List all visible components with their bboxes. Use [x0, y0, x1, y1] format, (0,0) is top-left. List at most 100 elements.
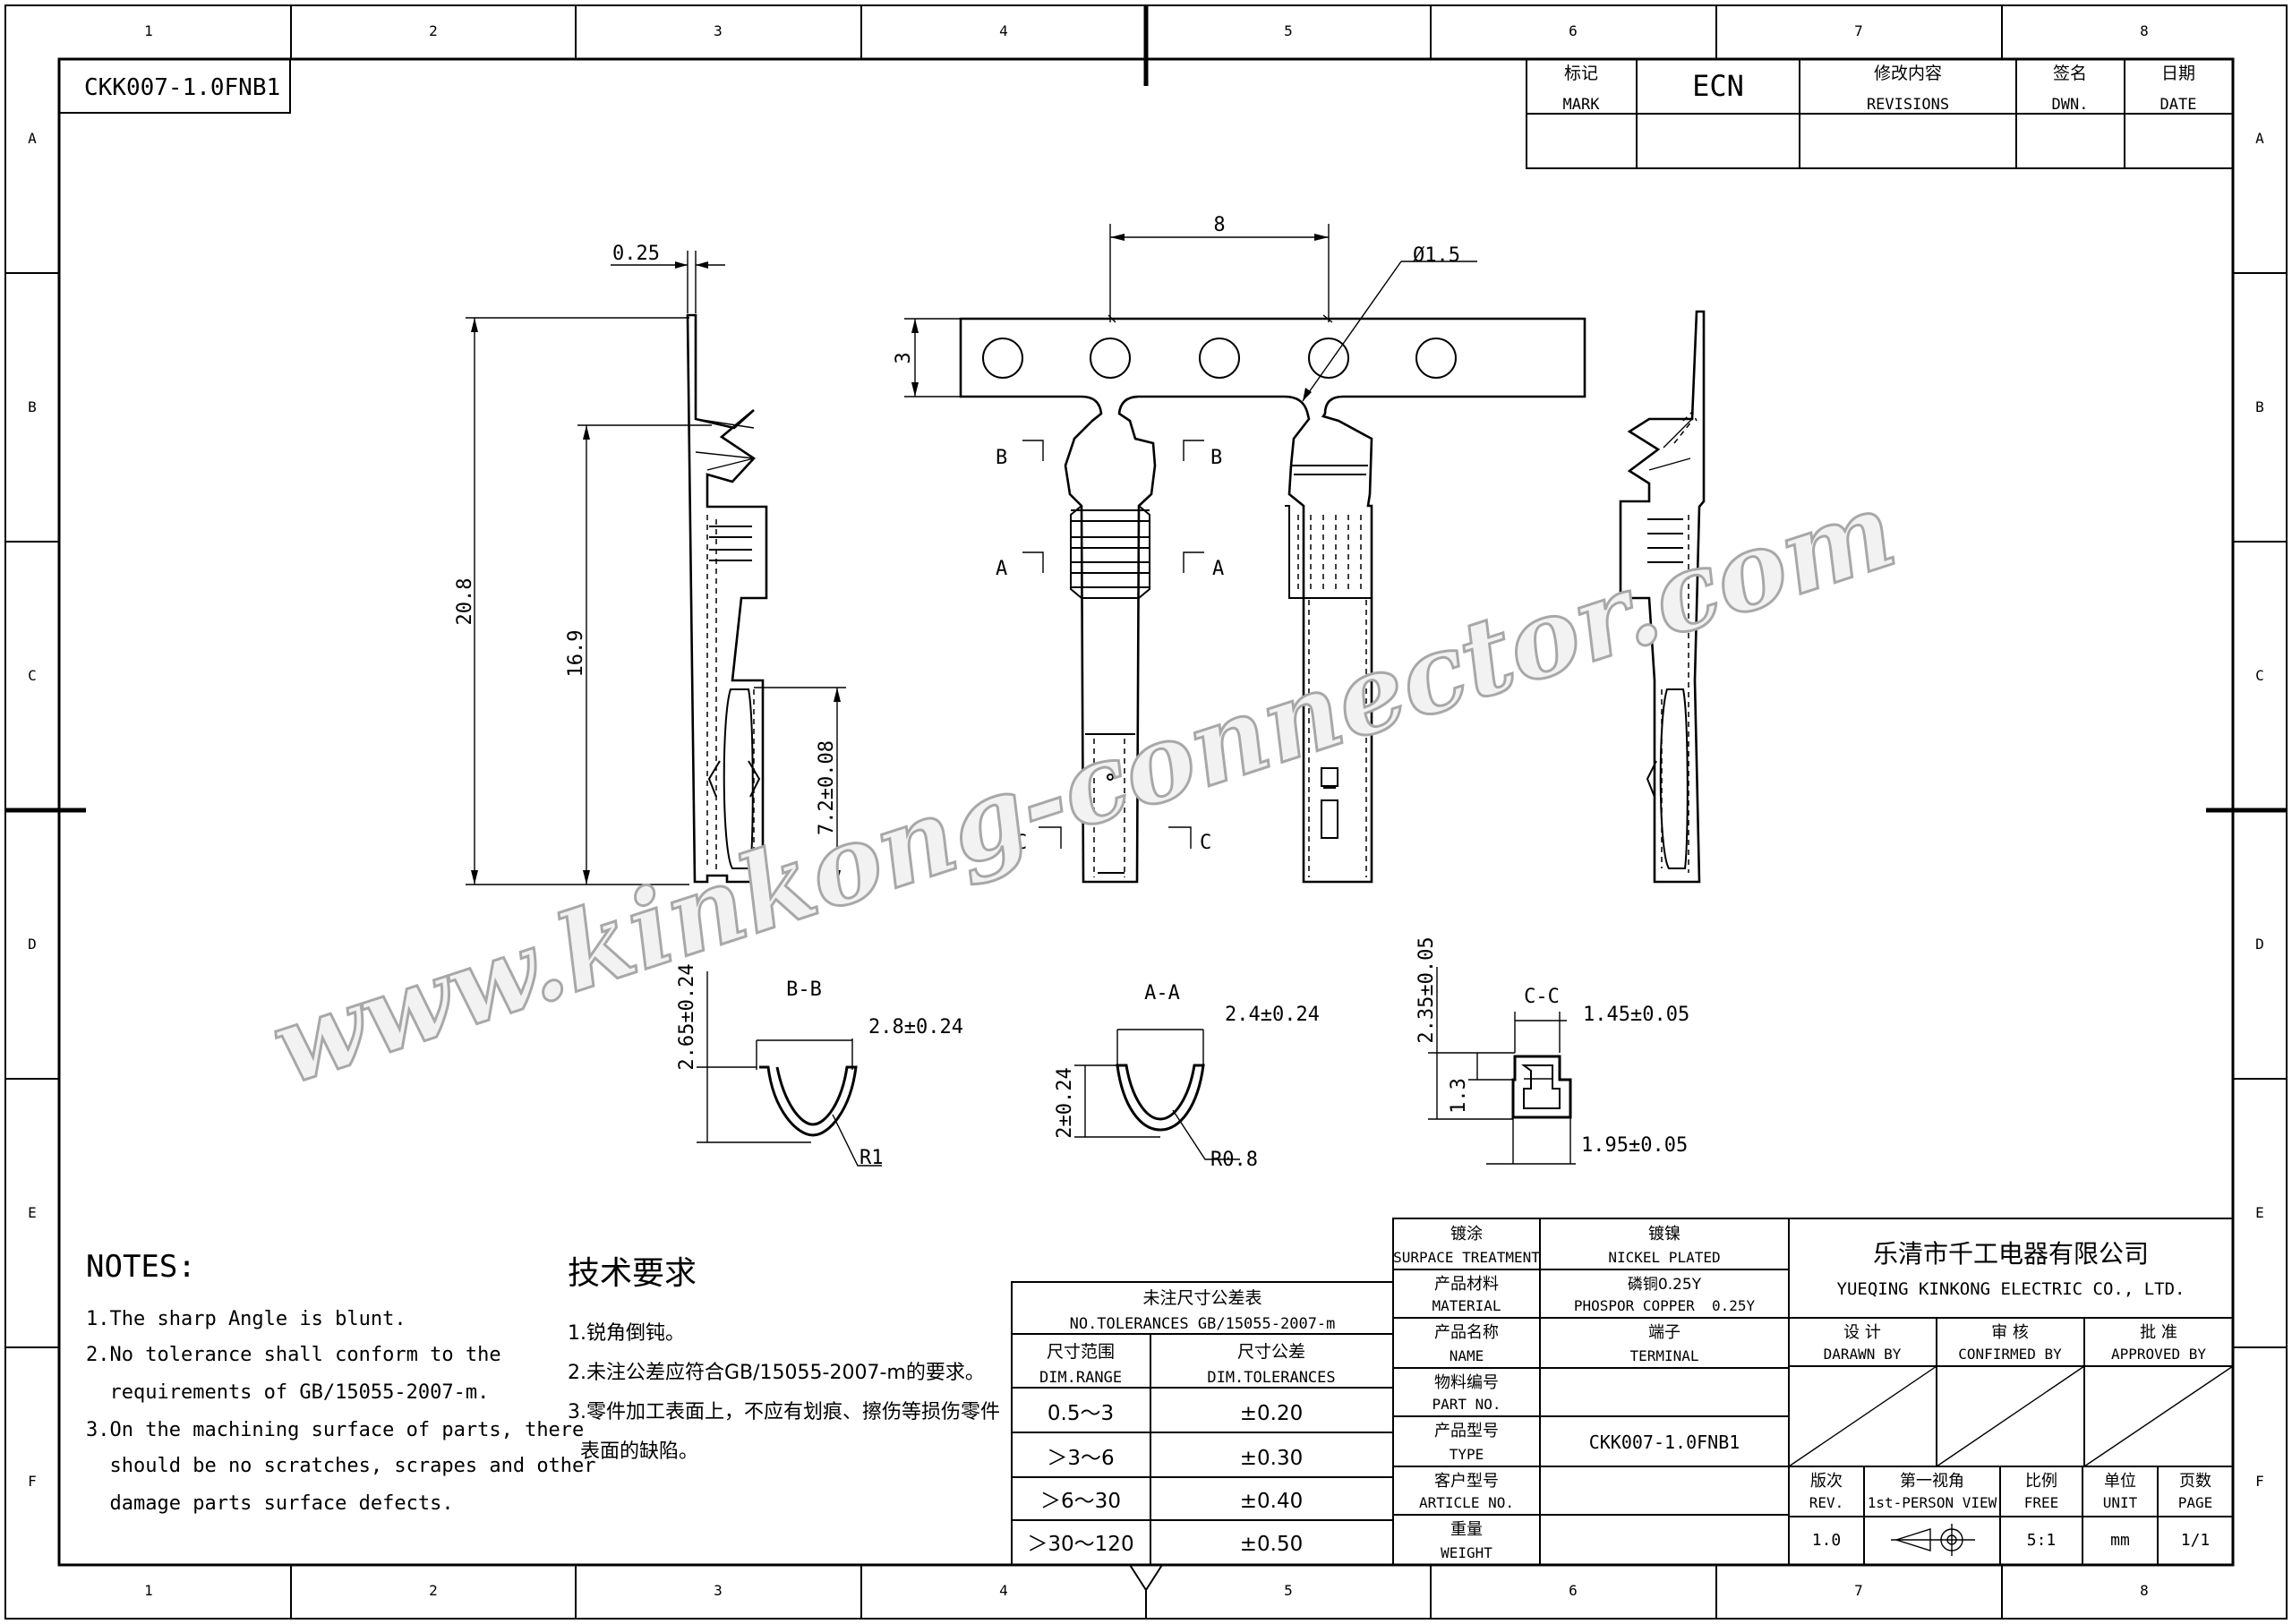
section-c-left: C [1015, 832, 1027, 854]
tb-article-en: ARTICLE NO. [1419, 1494, 1514, 1511]
zone-column-label: 7 [1854, 22, 1863, 39]
zone-column-label: 5 [1284, 1582, 1293, 1599]
zone-column-label: 1 [144, 1582, 153, 1599]
tb-name-val-en: TERMINAL [1629, 1347, 1698, 1364]
tol-value-cell: ±0.50 [1240, 1533, 1303, 1556]
tb-material-cn: 产品材料 [1434, 1275, 1499, 1294]
dimension-arrows [471, 234, 1329, 885]
dim-bb-radius: R1 [860, 1147, 884, 1169]
tb-surface-val-cn: 镀镍 [1648, 1225, 1681, 1244]
dim-cc-bottom-width: 1.95±0.05 [1581, 1134, 1688, 1157]
zone-row-label: A [2255, 130, 2264, 147]
revision-block: 标记 MARK ECN 修改内容 REVISIONS 签名 DWN. 日期 DA… [1526, 58, 2234, 169]
section-aa-title: A-A [1144, 982, 1180, 1004]
rev-date-cn: 日期 [2161, 64, 2195, 83]
side-view-right [1619, 310, 1706, 884]
dim-pitch: 8 [1213, 214, 1225, 236]
zone-row-label: B [28, 398, 37, 415]
tol-col2-cn: 尺寸公差 [1237, 1342, 1305, 1362]
tol-col2-en: DIM.TOLERANCES [1207, 1369, 1335, 1387]
tb-view-cn: 第一视角 [1900, 1472, 1964, 1491]
section-cc-title: C-C [1524, 986, 1560, 1008]
dim-hole-dia: Ø1.5 [1413, 244, 1460, 267]
tol-value-cell: ±0.40 [1240, 1490, 1303, 1513]
tb-rev-val: 1.0 [1812, 1531, 1842, 1550]
center-marks [5, 5, 2287, 813]
dim-thickness: 0.25 [612, 243, 660, 265]
zone-row-label: E [28, 1204, 37, 1221]
tol-title-en: NO.TOLERANCES GB/15055-2007-m [1070, 1315, 1336, 1333]
dim-bb-width: 2.8±0.24 [868, 1016, 963, 1039]
rev-ecn: ECN [1692, 69, 1744, 103]
front-view [959, 314, 1586, 884]
dim-cc-top-width: 1.45±0.05 [1583, 1004, 1689, 1026]
zone-row-label: C [2255, 667, 2264, 684]
tb-partno-cn: 物料编号 [1434, 1373, 1499, 1392]
zone-column-label: 4 [999, 1582, 1008, 1599]
notes-cn-line: 1.锐角倒钝。 [568, 1322, 685, 1345]
zone-column-label: 8 [2140, 22, 2149, 39]
section-c-right: C [1200, 832, 1211, 854]
notes-en-line: 1.The sharp Angle is blunt. [86, 1308, 406, 1330]
tb-partno-en: PART NO. [1432, 1396, 1501, 1413]
zone-column-label: 1 [144, 22, 153, 39]
zone-row-label: C [28, 667, 37, 684]
zone-column-label: 3 [714, 1582, 723, 1599]
section-a-right: A [1212, 558, 1224, 580]
tb-type-cn: 产品型号 [1434, 1422, 1499, 1440]
tb-unit-cn: 单位 [2104, 1472, 2136, 1491]
notes-en-line: should be no scratches, scrapes and othe… [86, 1455, 596, 1477]
dimension-lines [466, 224, 1477, 885]
zone-row-label: B [2255, 398, 2264, 415]
rev-mark-en: MARK [1563, 96, 1601, 114]
section-b-right: B [1210, 447, 1222, 469]
tb-confirmed-en: CONFIRMED BY [1958, 1346, 2062, 1363]
dim-aa-width: 2.4±0.24 [1225, 1004, 1320, 1026]
zone-column-label: 5 [1284, 22, 1293, 39]
tb-name-en: NAME [1450, 1347, 1484, 1364]
tb-page-en: PAGE [2178, 1494, 2213, 1511]
tb-surface-val-en: NICKEL PLATED [1608, 1249, 1720, 1266]
zone-row-label: E [2255, 1204, 2264, 1221]
dim-total-length: 20.8 [454, 578, 476, 626]
notes-en-line: requirements of GB/15055-2007-m. [86, 1381, 489, 1404]
tb-material-en: MATERIAL [1432, 1297, 1501, 1314]
bottom-center-mark [1129, 1564, 1163, 1619]
projection-symbol-icon [1891, 1524, 1975, 1556]
tol-range-cell: ＞30～120 [1027, 1533, 1133, 1556]
zone-column-label: 8 [2140, 1582, 2149, 1599]
dim-cc-height: 2.35±0.05 [1415, 936, 1438, 1043]
dim-cc-inner-height: 1.3 [1448, 1078, 1470, 1114]
zone-column-label: 2 [429, 22, 438, 39]
tol-value-cell: ±0.20 [1240, 1402, 1303, 1425]
tol-value-cell: ±0.30 [1240, 1447, 1303, 1470]
tb-material-val-en: PHOSPOR COPPER 0.25Y [1574, 1297, 1756, 1314]
zone-row-label: D [28, 936, 37, 953]
notes-en-title: NOTES: [86, 1249, 196, 1285]
zone-column-label: 4 [999, 22, 1008, 39]
dim-body-length: 16.9 [565, 630, 587, 678]
rev-date-en: DATE [2160, 96, 2197, 114]
tol-range-cell: ＞6～30 [1040, 1490, 1121, 1513]
dim-bb-height: 2.65±0.24 [676, 963, 698, 1070]
tb-rev-en: REV. [1809, 1494, 1844, 1511]
section-aa [1074, 1029, 1240, 1160]
tb-company-en: YUEQING KINKONG ELECTRIC CO., LTD. [1837, 1279, 2185, 1299]
notes-en-line: 3.On the machining surface of parts, the… [86, 1419, 584, 1441]
zone-row-label: F [28, 1473, 37, 1490]
tb-name-cn: 产品名称 [1434, 1323, 1499, 1342]
zone-column-label: 6 [1569, 1582, 1578, 1599]
section-a-left: A [996, 558, 1007, 580]
tb-approved-cn: 批 准 [2140, 1323, 2177, 1342]
section-b-left: B [996, 447, 1007, 469]
tb-scale-cn: 比例 [2025, 1472, 2057, 1491]
notes-en-line: 2.No tolerance shall conform to the [86, 1344, 501, 1366]
tb-type-val: CKK007-1.0FNB1 [1589, 1432, 1740, 1453]
zone-row-label: A [28, 130, 37, 147]
tb-surface-en: SURPACE TREATMENT [1393, 1249, 1540, 1266]
tb-rev-cn: 版次 [1810, 1472, 1843, 1491]
tb-drawn-cn: 设 计 [1843, 1323, 1881, 1342]
rev-revisions-en: REVISIONS [1867, 96, 1949, 114]
tb-scale-en: FREE [2024, 1494, 2059, 1511]
notes-cn-line: 2.未注公差应符合GB/15055-2007-m的要求。 [568, 1362, 985, 1384]
